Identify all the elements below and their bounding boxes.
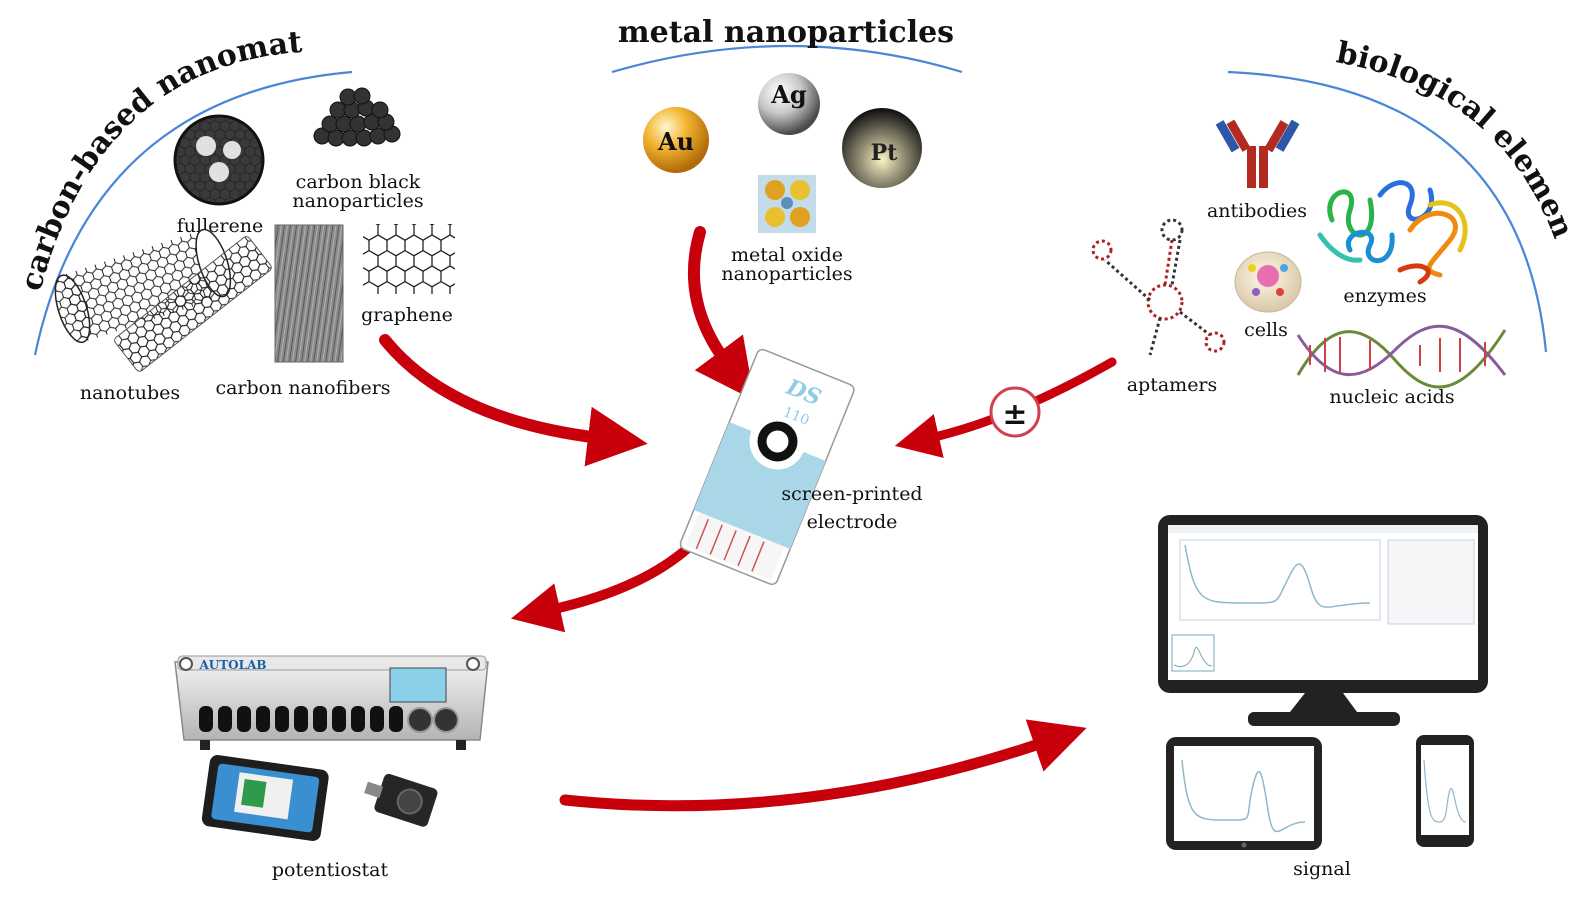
nucleic-acid-image: [1296, 324, 1507, 389]
metal-section-title: metal nanoparticles: [618, 15, 954, 50]
tablet: [1166, 737, 1322, 850]
carbon-black-label-2: nanoparticles: [292, 190, 423, 212]
carbon-black-image: [313, 87, 401, 147]
pt-label: Pt: [871, 140, 899, 166]
aptamers-label: aptamers: [1127, 374, 1218, 396]
monitor: [1158, 515, 1488, 726]
metal-oxide-image: [758, 175, 816, 233]
carbon-arc: [33, 70, 353, 356]
metal-oxide-label-1: metal oxide: [731, 244, 843, 266]
metal-oxide-label-2: nanoparticles: [721, 263, 852, 285]
bio-arc: [1227, 70, 1548, 353]
antibody-image: [1215, 119, 1300, 188]
portable-potentiostat: [201, 755, 329, 841]
arrow-metal-to-electrode: [688, 226, 755, 401]
nucleic-acids-label: nucleic acids: [1329, 386, 1454, 408]
nanotubes-label: nanotubes: [80, 382, 180, 404]
fullerene-label: fullerene: [177, 215, 263, 237]
carbon-nanofibers-image: [274, 224, 344, 363]
aptamer-image: [1091, 218, 1226, 356]
autolab-brand: AUTOLAB: [198, 658, 266, 672]
screen-printed-electrode: DS 110: [679, 348, 855, 586]
enzymes-label: enzymes: [1343, 285, 1426, 307]
flow-arrows: [379, 226, 1117, 812]
ag-particle: Ag: [758, 73, 820, 135]
metal-arc: [611, 44, 963, 74]
au-particle: Au: [643, 107, 709, 173]
nanotubes-image: [54, 228, 272, 372]
potentiostat-label: potentiostat: [272, 859, 389, 881]
antibodies-label: antibodies: [1207, 200, 1307, 222]
fullerene-image: [173, 114, 265, 206]
carbon-black-label-1: carbon black: [296, 171, 421, 193]
cell-image: [1234, 251, 1302, 313]
arrow-potentiostat-to-signal: [559, 719, 1087, 812]
arrow-electrode-to-potentiostat: [510, 543, 693, 633]
electrode-label-2: electrode: [807, 511, 898, 533]
cells-label: cells: [1244, 319, 1288, 341]
autolab-device: AUTOLAB: [174, 655, 489, 750]
au-label: Au: [657, 127, 694, 156]
usb-potentiostat: [364, 773, 438, 827]
pt-particle: Pt: [842, 108, 922, 188]
arrow-carbon-to-electrode: [379, 334, 648, 467]
plus-minus-badge: ±: [989, 386, 1041, 438]
graphene-label: graphene: [361, 304, 453, 326]
ag-label: Ag: [770, 80, 807, 109]
smartphone: [1416, 735, 1474, 847]
signal-label: signal: [1293, 858, 1351, 880]
electrode-label-1: screen-printed: [781, 483, 922, 505]
carbon-nanofibers-label: carbon nanofibers: [215, 377, 390, 399]
graphene-image: [363, 224, 455, 294]
plus-minus-label: ±: [1002, 397, 1027, 432]
enzyme-image: [1317, 180, 1468, 285]
